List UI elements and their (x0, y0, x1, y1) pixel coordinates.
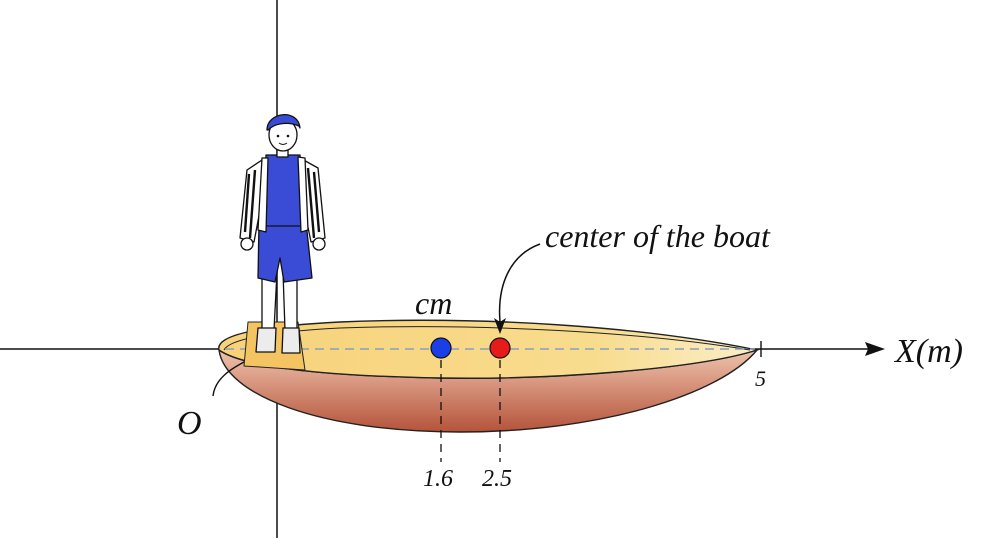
boy-left-shoe (255, 327, 277, 353)
boy-right-hand (312, 237, 326, 251)
x-axis-arrowhead (865, 342, 885, 356)
center-label: center of the boat (545, 218, 771, 254)
origin-label: O (177, 405, 202, 442)
center-pointer-arrowhead (494, 318, 506, 334)
center-pointer-arrow (498, 243, 541, 323)
boy-figure (239, 114, 326, 371)
boy-cap (266, 114, 301, 131)
boy-jacket-left (257, 157, 269, 233)
boy-left-hand (240, 237, 254, 251)
tick-label-5: 5 (755, 366, 766, 391)
axis-label: X(m) (893, 333, 963, 370)
boy-shorts (257, 221, 313, 283)
boy-right-shoe (281, 327, 301, 354)
tick-label-center: 2.5 (482, 466, 512, 492)
cm-label: cm (415, 285, 452, 321)
boy-jacket-right (297, 156, 309, 233)
tick-label-cm: 1.6 (423, 466, 453, 492)
center-dot (489, 337, 511, 359)
cm-dot (430, 337, 452, 359)
